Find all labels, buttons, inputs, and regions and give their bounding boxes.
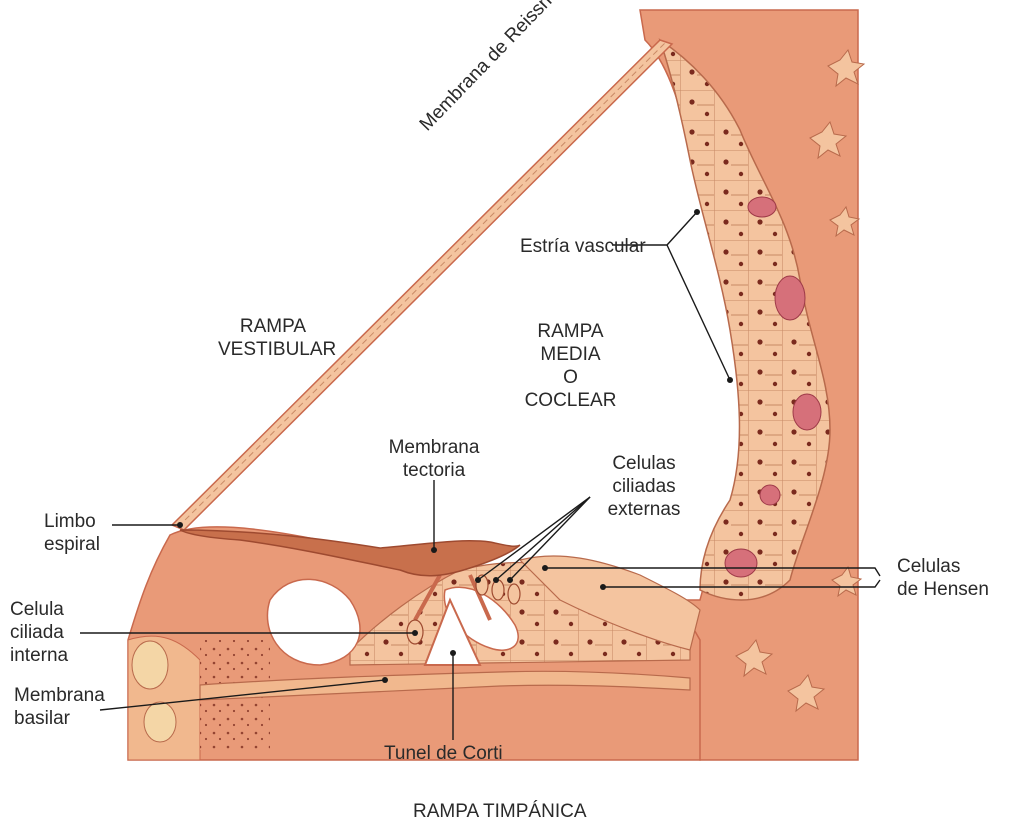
label-line: Celula bbox=[10, 598, 68, 621]
label-line: Limbo bbox=[44, 510, 100, 533]
label-line: interna bbox=[10, 644, 68, 667]
label-membrana-tectoria: Membrana tectoria bbox=[375, 436, 493, 482]
outer-hair-cell bbox=[508, 584, 520, 604]
label-line: O bbox=[518, 366, 623, 389]
label-celula-ciliada-interna: Celula ciliada interna bbox=[10, 598, 68, 667]
label-line: VESTIBULAR bbox=[218, 338, 328, 361]
label-line: COCLEAR bbox=[518, 389, 623, 412]
label-celulas-ciliadas-externas: Celulas ciliadas externas bbox=[598, 452, 690, 521]
label-line: MEDIA bbox=[518, 343, 623, 366]
label-rampa-vestibular: RAMPA VESTIBULAR bbox=[218, 315, 328, 361]
label-line: Membrana bbox=[14, 684, 105, 707]
label-line: ciliadas bbox=[598, 475, 690, 498]
label-line: Celulas bbox=[598, 452, 690, 475]
label-line: basilar bbox=[14, 707, 105, 730]
label-line: Celulas bbox=[897, 555, 989, 578]
label-line: RAMPA bbox=[218, 315, 328, 338]
label-estria-vascular: Estría vascular bbox=[520, 235, 646, 258]
label-line: Membrana bbox=[375, 436, 493, 459]
label-line: externas bbox=[598, 498, 690, 521]
label-line: RAMPA bbox=[518, 320, 623, 343]
label-line: ciliada bbox=[10, 621, 68, 644]
label-tunel-corti: Tunel de Corti bbox=[384, 742, 503, 765]
label-rampa-media: RAMPA MEDIA O COCLEAR bbox=[518, 320, 623, 412]
label-line: tectoria bbox=[375, 459, 493, 482]
label-celulas-hensen: Celulas de Hensen bbox=[897, 555, 989, 601]
label-membrana-basilar: Membrana basilar bbox=[14, 684, 105, 730]
outer-hair-cell bbox=[492, 580, 504, 600]
label-rampa-timpanica: RAMPA TIMPÁNICA bbox=[413, 800, 587, 823]
label-line: de Hensen bbox=[897, 578, 989, 601]
label-line: espiral bbox=[44, 533, 100, 556]
label-limbo-espiral: Limbo espiral bbox=[44, 510, 100, 556]
